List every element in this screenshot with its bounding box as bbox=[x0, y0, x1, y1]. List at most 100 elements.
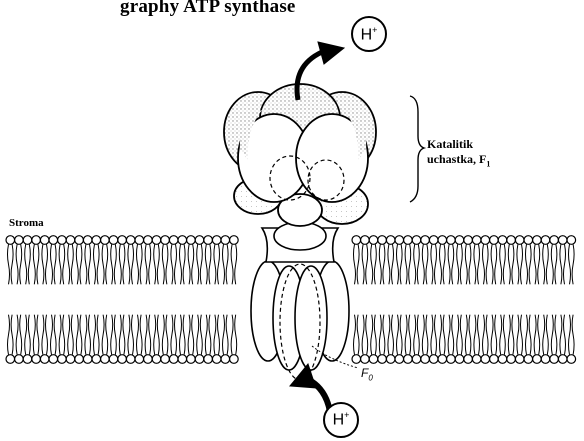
lipid-tail bbox=[500, 315, 502, 355]
lipid-tail bbox=[409, 315, 411, 355]
lipid-tail bbox=[460, 244, 462, 284]
lipid-tail bbox=[448, 315, 450, 355]
lipid-head bbox=[32, 236, 41, 245]
lipid-head bbox=[230, 236, 239, 245]
lipid-tail bbox=[154, 244, 156, 284]
lipid-tail bbox=[51, 315, 53, 355]
lipid-tail bbox=[76, 315, 78, 355]
lipid-tail bbox=[357, 315, 359, 355]
lipid-tail bbox=[89, 244, 91, 284]
lipid-tail bbox=[569, 244, 571, 284]
lipid-head bbox=[438, 355, 447, 364]
lipid-tail bbox=[226, 315, 228, 355]
lipid-head bbox=[135, 355, 144, 364]
lipid-head bbox=[558, 355, 567, 364]
lipid-tail bbox=[478, 315, 480, 355]
lipid-tail bbox=[512, 315, 514, 355]
lipid-head bbox=[395, 355, 404, 364]
lipid-tail bbox=[529, 315, 531, 355]
lipid-head bbox=[187, 355, 196, 364]
lipid-tail bbox=[483, 244, 485, 284]
proton-bottom-label: H+ bbox=[323, 410, 359, 429]
lipid-tail bbox=[235, 315, 237, 355]
lipid-head bbox=[567, 236, 576, 245]
lipid-head bbox=[169, 236, 178, 245]
lipid-head bbox=[118, 236, 127, 245]
lipid-head bbox=[178, 355, 187, 364]
lipid-tail bbox=[85, 244, 87, 284]
lipid-tail bbox=[392, 315, 394, 355]
lipid-tail bbox=[543, 244, 545, 284]
lipid-tail bbox=[491, 244, 493, 284]
lipid-tail bbox=[397, 244, 399, 284]
lipid-tail bbox=[218, 244, 220, 284]
lipid-head bbox=[195, 355, 204, 364]
lipid-head bbox=[92, 236, 101, 245]
lipid-head bbox=[524, 355, 533, 364]
lipid-head bbox=[515, 355, 524, 364]
lipid-tail bbox=[42, 244, 44, 284]
lipid-head bbox=[550, 236, 559, 245]
lipid-head bbox=[352, 236, 361, 245]
lipid-tail bbox=[517, 315, 519, 355]
lipid-tail bbox=[192, 315, 194, 355]
lipid-head bbox=[23, 236, 32, 245]
lipid-tail bbox=[452, 315, 454, 355]
lipid-head bbox=[507, 355, 516, 364]
lipid-tail bbox=[205, 244, 207, 284]
lipid-tail bbox=[166, 244, 168, 284]
lipid-tail bbox=[8, 315, 10, 355]
lipid-head bbox=[455, 236, 464, 245]
lipid-head bbox=[498, 236, 507, 245]
lipid-head bbox=[126, 236, 135, 245]
lipid-tail bbox=[560, 315, 562, 355]
lipid-tail bbox=[128, 244, 130, 284]
lipid-head bbox=[498, 355, 507, 364]
lipid-tail bbox=[483, 315, 485, 355]
lipid-head bbox=[421, 236, 430, 245]
lipid-tail bbox=[102, 244, 104, 284]
proton-bottom-charge: + bbox=[344, 410, 349, 420]
lipid-tail bbox=[71, 244, 73, 284]
lipid-tail bbox=[226, 244, 228, 284]
lipid-head bbox=[101, 355, 110, 364]
lipid-head bbox=[490, 236, 499, 245]
lipid-head bbox=[369, 236, 378, 245]
lipid-tail bbox=[200, 315, 202, 355]
lipid-tail bbox=[28, 244, 30, 284]
lipid-head bbox=[447, 236, 456, 245]
lipid-tail bbox=[452, 244, 454, 284]
lipid-tail bbox=[59, 315, 61, 355]
lipid-head bbox=[169, 355, 178, 364]
lipid-tail bbox=[555, 244, 557, 284]
lipid-tail bbox=[555, 315, 557, 355]
lipid-tail bbox=[97, 315, 99, 355]
lipid-tail bbox=[388, 315, 390, 355]
lipid-tail bbox=[11, 315, 13, 355]
lipid-tail bbox=[457, 315, 459, 355]
lipid-tail bbox=[371, 244, 373, 284]
lipid-tail bbox=[25, 244, 27, 284]
lipid-tail bbox=[183, 315, 185, 355]
lipid-head bbox=[429, 355, 438, 364]
lipid-head bbox=[412, 236, 421, 245]
lipid-tail bbox=[171, 315, 173, 355]
lipid-head bbox=[6, 355, 15, 364]
lipid-tail bbox=[400, 315, 402, 355]
lipid-head bbox=[421, 355, 430, 364]
lipid-head bbox=[378, 355, 387, 364]
proton-bottom-symbol: H bbox=[333, 411, 345, 428]
lipid-head bbox=[49, 355, 58, 364]
lipid-head bbox=[126, 355, 135, 364]
proton-top-label: H+ bbox=[351, 25, 387, 44]
lipid-head bbox=[58, 236, 67, 245]
lipid-tail bbox=[157, 244, 159, 284]
lipid-tail bbox=[405, 244, 407, 284]
lipid-tail bbox=[405, 315, 407, 355]
lipid-tail bbox=[400, 244, 402, 284]
lipid-head bbox=[230, 355, 239, 364]
lipid-head bbox=[369, 355, 378, 364]
lipid-head bbox=[66, 355, 75, 364]
lipid-tail bbox=[508, 244, 510, 284]
